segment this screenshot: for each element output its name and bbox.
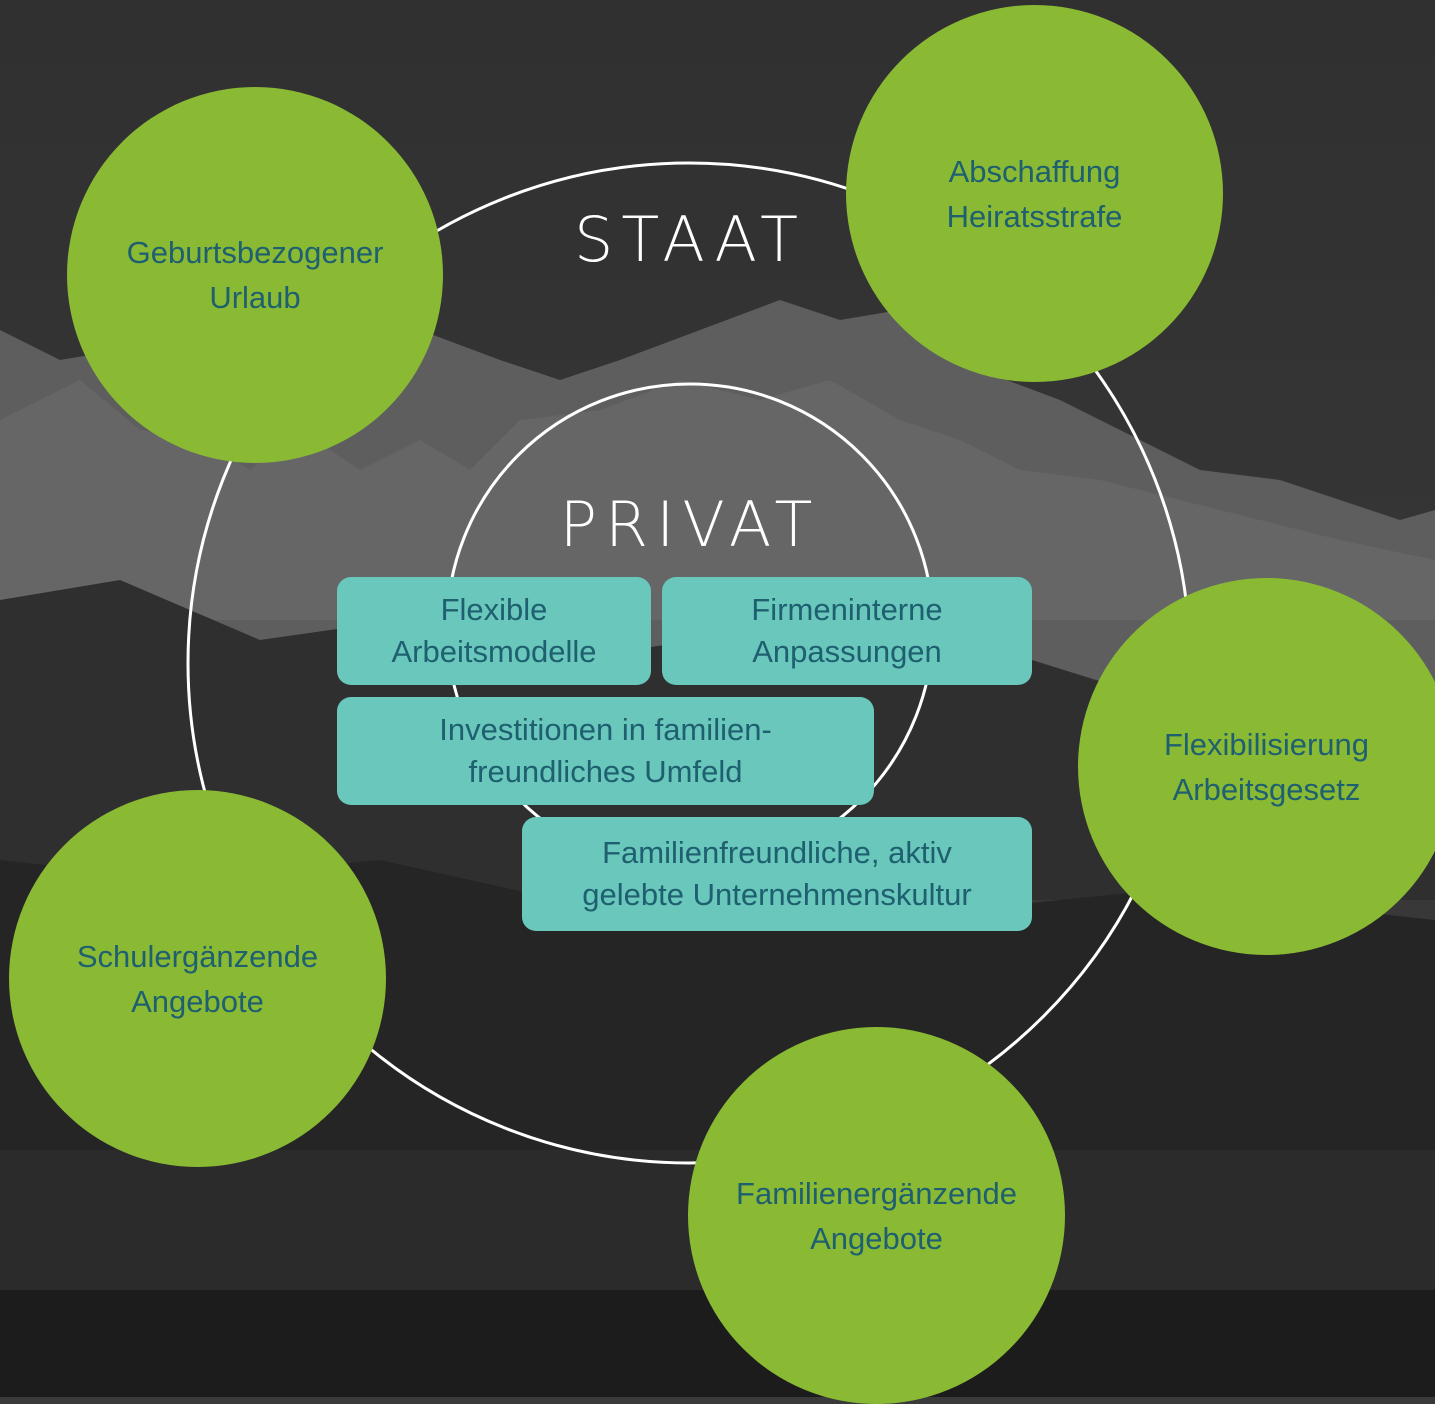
- state-measure-birth-leave: Geburtsbezogener Urlaub: [67, 87, 443, 463]
- outer-ring-label: STAAT: [573, 203, 807, 276]
- state-measure-line: Angebote: [810, 1220, 943, 1256]
- private-measure-line: Arbeitsmodelle: [391, 634, 597, 669]
- private-measure-company-culture: Familienfreundliche, aktiv gelebte Unter…: [522, 817, 1032, 931]
- private-measure-line: Investitionen in familien-: [439, 712, 772, 747]
- mountain-snow: [0, 380, 1435, 620]
- state-measure-line: Angebote: [131, 983, 264, 1019]
- state-measure-line: Heiratsstrafe: [946, 198, 1123, 234]
- private-measure-line: Familienfreundliche, aktiv: [602, 835, 952, 870]
- private-measure-flexible-models: Flexible Arbeitsmodelle: [337, 577, 651, 685]
- state-measure-line: Arbeitsgesetz: [1172, 771, 1361, 807]
- state-measure-family-care: Familienergänzende Angebote: [688, 1027, 1065, 1404]
- private-measure-line: Firmeninterne: [751, 592, 943, 627]
- state-measure-line: Flexibilisierung: [1163, 726, 1370, 762]
- state-measure-line: Geburtsbezogener: [126, 235, 384, 270]
- state-measure-line: Abschaffung: [948, 153, 1121, 189]
- private-measure-line: Anpassungen: [752, 634, 942, 669]
- state-measure-school-care: Schulergänzende Angebote: [9, 790, 386, 1167]
- private-measure-line: Flexible: [440, 592, 548, 627]
- state-measure-marriage-penalty: Abschaffung Heiratsstrafe: [846, 5, 1223, 382]
- state-measure-line: Schulergänzende: [76, 938, 319, 974]
- inner-ring-label: PRIVAT: [559, 488, 821, 561]
- private-measure-internal-adjustments: Firmeninterne Anpassungen: [662, 577, 1032, 685]
- state-measure-line: Familienergänzende: [736, 1175, 1017, 1211]
- private-measure-line: freundliches Umfeld: [468, 754, 743, 789]
- state-measure-labor-law: Flexibilisierung Arbeitsgesetz: [1078, 578, 1435, 955]
- state-measure-line: Urlaub: [209, 280, 301, 315]
- private-measure-investments: Investitionen in familien- freundliches …: [337, 697, 874, 805]
- private-measure-line: gelebte Unternehmenskultur: [582, 877, 972, 912]
